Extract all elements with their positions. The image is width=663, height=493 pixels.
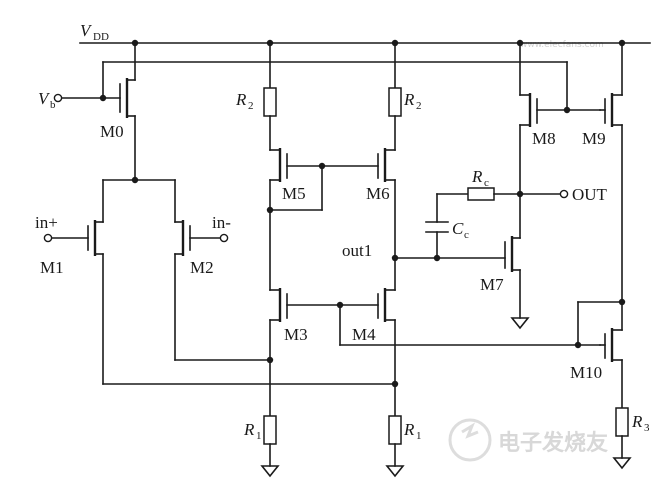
in-minus-label: in- bbox=[212, 213, 231, 232]
watermark: 电子发烧友 www.elecfans.com bbox=[448, 40, 608, 462]
right-branch bbox=[286, 42, 601, 478]
m7-label: M7 bbox=[480, 275, 504, 294]
ground-m7-icon bbox=[510, 317, 530, 330]
vb-label: V bbox=[38, 89, 51, 108]
out-label: OUT bbox=[572, 185, 608, 204]
vdd-label: V bbox=[80, 21, 93, 40]
r1-right-label-sub: 1 bbox=[416, 430, 422, 442]
m5-label: M5 bbox=[282, 184, 306, 203]
diff-pair-drain-wires bbox=[102, 356, 399, 388]
transistor-m10 bbox=[574, 298, 626, 409]
rc-label: R bbox=[471, 167, 483, 186]
m0-label: M0 bbox=[100, 122, 124, 141]
cc-label-sub: c bbox=[464, 229, 469, 241]
m2-label: M2 bbox=[190, 258, 214, 277]
left-branch bbox=[260, 42, 323, 478]
resistor-r3-branch bbox=[612, 407, 632, 470]
m8-label: M8 bbox=[532, 129, 556, 148]
r1-right-label: R bbox=[403, 420, 415, 439]
ground-left-icon bbox=[260, 465, 280, 478]
in-plus-terminal bbox=[43, 233, 53, 243]
ground-right-icon bbox=[385, 465, 405, 478]
m3-label: M3 bbox=[284, 325, 308, 344]
transistor-m1 bbox=[51, 220, 104, 385]
resistor-rc bbox=[467, 187, 495, 201]
diff-pair-tail bbox=[102, 176, 176, 223]
resistor-r2-left bbox=[263, 87, 277, 117]
r3-label-sub: 3 bbox=[644, 422, 650, 434]
r3-label: R bbox=[631, 412, 643, 431]
transistor-m2 bbox=[174, 220, 221, 361]
resistor-r1-left bbox=[263, 415, 277, 445]
transistor-m7 bbox=[504, 236, 530, 330]
in-minus-terminal bbox=[219, 233, 229, 243]
m10-label: M10 bbox=[570, 363, 602, 382]
rc-label-sub: c bbox=[484, 177, 489, 189]
m6-label: M6 bbox=[366, 184, 390, 203]
r1-left-label: R bbox=[243, 420, 255, 439]
resistor-r3 bbox=[615, 407, 629, 437]
resistor-r1-right bbox=[388, 415, 402, 445]
r2-right-label-sub: 2 bbox=[416, 100, 422, 112]
out1-node bbox=[391, 254, 506, 262]
watermark-url: www.elecfans.com bbox=[520, 40, 604, 50]
transistor-m8 bbox=[519, 42, 601, 239]
r2-right-label: R bbox=[403, 90, 415, 109]
vb-label-sub: b bbox=[50, 99, 56, 111]
transistor-m0 bbox=[119, 42, 136, 181]
r1-left-label-sub: 1 bbox=[256, 430, 262, 442]
ground-r3-icon bbox=[612, 457, 632, 470]
resistor-r2-right bbox=[388, 87, 402, 117]
cc-label: C bbox=[452, 219, 464, 238]
out-terminal bbox=[559, 189, 569, 199]
bias-line bbox=[61, 61, 568, 111]
vdd-label-sub: DD bbox=[93, 31, 109, 43]
watermark-text: 电子发烧友 bbox=[498, 430, 608, 456]
transistor-m9 bbox=[599, 42, 623, 331]
r2-left-label-sub: 2 bbox=[248, 100, 254, 112]
r2-left-label: R bbox=[235, 90, 247, 109]
m9-label: M9 bbox=[582, 129, 606, 148]
in-plus-label: in+ bbox=[35, 213, 58, 232]
watermark-logo-bolt bbox=[461, 422, 479, 439]
out1-label: out1 bbox=[342, 241, 372, 260]
compensation-network bbox=[425, 187, 561, 259]
vb-terminal bbox=[53, 93, 63, 103]
m4-label: M4 bbox=[352, 325, 376, 344]
watermark-logo-icon bbox=[448, 418, 492, 462]
m1-label: M1 bbox=[40, 258, 64, 277]
